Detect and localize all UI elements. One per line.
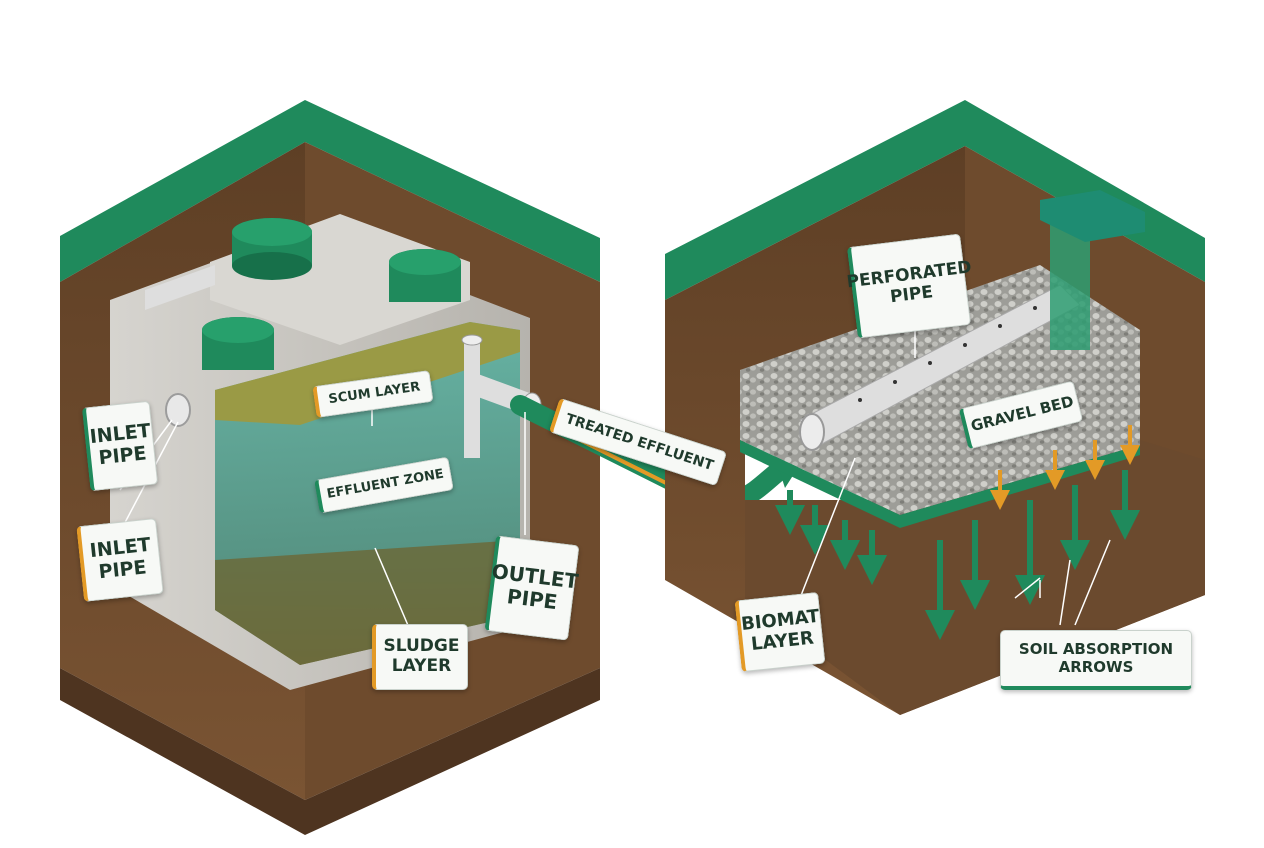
label-inlet-pipe-upper: INLET PIPE xyxy=(81,400,159,492)
biomat-layer xyxy=(740,440,1140,528)
septic-tank-block xyxy=(60,100,600,835)
soil-absorption-arrows xyxy=(775,470,1140,640)
tank-lid-right xyxy=(389,249,461,302)
left-grass-top xyxy=(60,100,600,282)
label-perforated-pipe: PERFORATED PIPE xyxy=(846,233,973,339)
label-sludge-layer: SLUDGE LAYER xyxy=(372,624,468,690)
left-soil-front xyxy=(60,668,600,835)
gravel-bed xyxy=(740,265,1140,515)
sludge-layer xyxy=(215,540,520,665)
tank-lid-top xyxy=(232,218,312,280)
inlet-pipe xyxy=(145,265,215,427)
tank-lid-left xyxy=(202,317,274,370)
label-biomat-layer: BIOMAT LAYER xyxy=(734,591,826,673)
label-inlet-pipe-lower: INLET PIPE xyxy=(76,518,164,602)
vent-post xyxy=(1040,190,1145,350)
label-outlet-pipe: OUTLET PIPE xyxy=(484,535,580,641)
label-soil-absorption-arrows: SOIL ABSORPTION ARROWS xyxy=(1000,630,1192,690)
drain-field-block xyxy=(665,100,1205,715)
scum-layer xyxy=(215,322,520,425)
soil-absorption-arrows-orange xyxy=(990,425,1140,510)
